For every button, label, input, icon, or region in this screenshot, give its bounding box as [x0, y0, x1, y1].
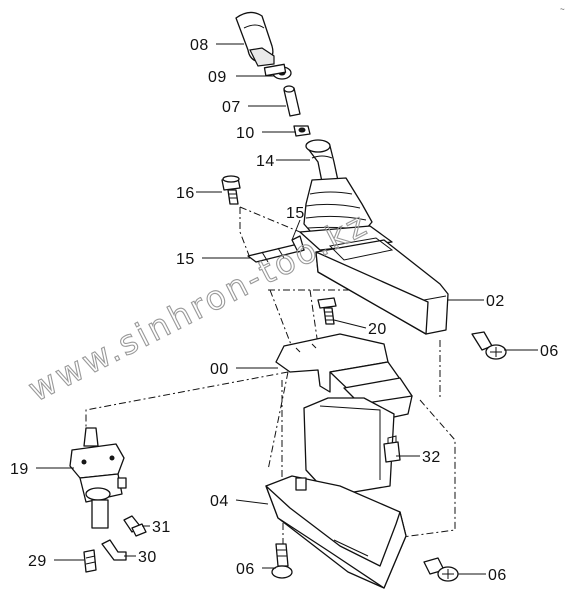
- part-31-fitting: [123, 515, 147, 537]
- label-07: 07: [222, 99, 241, 116]
- label-15-lower: 15: [176, 251, 195, 268]
- part-16-bolt: [221, 175, 241, 205]
- label-02: 02: [486, 293, 505, 310]
- part-30-fitting: [101, 539, 127, 561]
- part-06-bolt-upper: [471, 331, 507, 360]
- label-04: 04: [210, 493, 229, 510]
- label-19: 19: [10, 461, 29, 478]
- part-06-bolt-lower-right: [423, 557, 459, 582]
- part-15-plate: [247, 235, 305, 263]
- label-20: 20: [368, 321, 387, 338]
- label-10: 10: [236, 125, 255, 142]
- part-02-cover: [315, 237, 449, 335]
- label-32: 32: [422, 449, 441, 466]
- label-16: 16: [176, 185, 195, 202]
- label-31: 31: [152, 519, 171, 536]
- label-30: 30: [138, 549, 157, 566]
- part-09-nut: [263, 63, 292, 80]
- callout-labels: 08 09 07 10 14 16 15 15 02 20 06 00 19 3…: [10, 37, 559, 584]
- label-06-lower-right: 06: [488, 567, 507, 584]
- label-14: 14: [256, 153, 275, 170]
- part-32-clip: [383, 435, 401, 463]
- label-08: 08: [190, 37, 209, 54]
- part-boot: [299, 177, 393, 251]
- label-29: 29: [28, 553, 47, 570]
- part-10-nut: [293, 125, 311, 137]
- label-06-upper: 06: [540, 343, 559, 360]
- part-29-fitting: [83, 549, 97, 573]
- part-07-rod: [283, 85, 301, 117]
- part-06-bolt-lower-left: [271, 543, 293, 579]
- part-19-valve: [69, 427, 127, 529]
- label-09: 09: [208, 69, 227, 86]
- part-08-knob: [235, 11, 275, 67]
- part-04-tray: [265, 475, 407, 589]
- label-00: 00: [210, 361, 229, 378]
- label-06-lower-left: 06: [236, 561, 255, 578]
- corner-mark: ~: [560, 5, 565, 14]
- label-15-upper: 15: [286, 205, 305, 222]
- leader-lines: [36, 43, 538, 575]
- part-20-bolt: [317, 297, 337, 325]
